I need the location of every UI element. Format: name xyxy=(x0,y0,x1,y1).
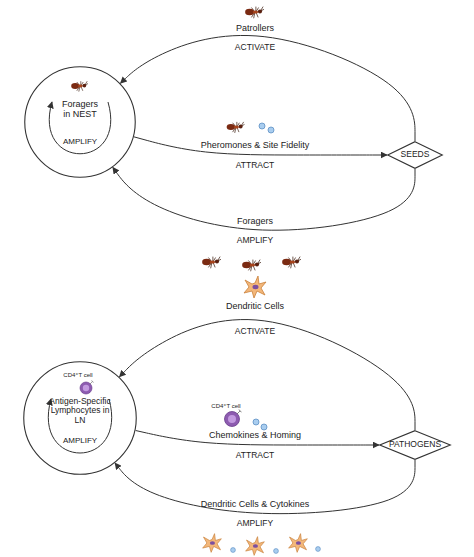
edge-verb: AMPLIFY xyxy=(237,519,273,528)
pheromone-dot xyxy=(268,127,274,133)
decision-diamond: SEEDS xyxy=(387,141,443,169)
node-label: Antigen-Specific Lymphocytes in LN xyxy=(45,397,115,425)
node-label: SEEDS xyxy=(387,150,443,159)
ant-icon xyxy=(245,7,264,19)
ant-icon xyxy=(202,257,221,269)
ant-icon xyxy=(242,260,261,272)
connector-arrow xyxy=(120,35,415,141)
ant-icon xyxy=(282,257,301,269)
chemokine-dot xyxy=(261,424,267,430)
cytokine-dot xyxy=(316,547,321,552)
pheromone-dot xyxy=(259,123,265,129)
connector-arrow xyxy=(136,431,379,445)
circle-outline xyxy=(24,362,137,475)
edge-caption: Patrollers xyxy=(236,24,274,33)
dendritic-cell-icon xyxy=(289,534,308,553)
loop-label: AMPLIFY xyxy=(50,138,110,147)
loop-label: AMPLIFY xyxy=(50,437,110,446)
edge-verb: ACTIVATE xyxy=(235,43,275,52)
dendritic-cell-icon xyxy=(203,534,222,553)
circle-outline xyxy=(24,66,136,178)
connector-arrow xyxy=(134,137,387,155)
cytokine-dot xyxy=(274,549,279,554)
diamond-outline xyxy=(388,142,443,169)
decision-diamond: PATHOGENS xyxy=(379,430,451,460)
node-label: PATHOGENS xyxy=(379,440,451,449)
edge-caption: Foragers xyxy=(237,217,273,226)
circle-outline xyxy=(25,67,136,178)
ant-icon xyxy=(71,81,88,91)
ant-icon xyxy=(227,122,245,133)
edge-verb: AMPLIFY xyxy=(237,236,273,245)
diamond-outline xyxy=(380,431,451,460)
connector-arrow xyxy=(113,167,415,230)
connector-arrow xyxy=(115,460,415,514)
icon-caption: CD4⁺T cell xyxy=(211,403,240,409)
connector-arrow xyxy=(119,320,415,430)
dendritic-cell-icon xyxy=(246,537,265,556)
icon-caption: CD4⁺T cell xyxy=(63,372,92,378)
chemokine-dot xyxy=(253,419,259,425)
edge-caption: Chemokines & Homing xyxy=(209,431,301,440)
cytokine-dot xyxy=(231,548,236,553)
edge-caption: Pheromones & Site Fidelity xyxy=(201,141,310,150)
process-circle: Antigen-Specific Lymphocytes in LN AMPLIF… xyxy=(23,361,137,475)
t-cell-icon xyxy=(80,380,94,394)
edge-verb: ATTRACT xyxy=(236,451,275,460)
edge-verb: ACTIVATE xyxy=(235,327,275,336)
edge-verb: ATTRACT xyxy=(236,161,275,170)
node-label: Foragers in NEST xyxy=(59,100,101,120)
process-circle: Foragers in NEST AMPLIFY xyxy=(24,66,136,178)
edge-caption: Dendritic Cells xyxy=(226,302,284,311)
t-cell-icon xyxy=(225,410,242,427)
dendritic-cell-icon xyxy=(244,276,266,298)
edge-caption: Dendritic Cells & Cytokines xyxy=(201,500,310,509)
